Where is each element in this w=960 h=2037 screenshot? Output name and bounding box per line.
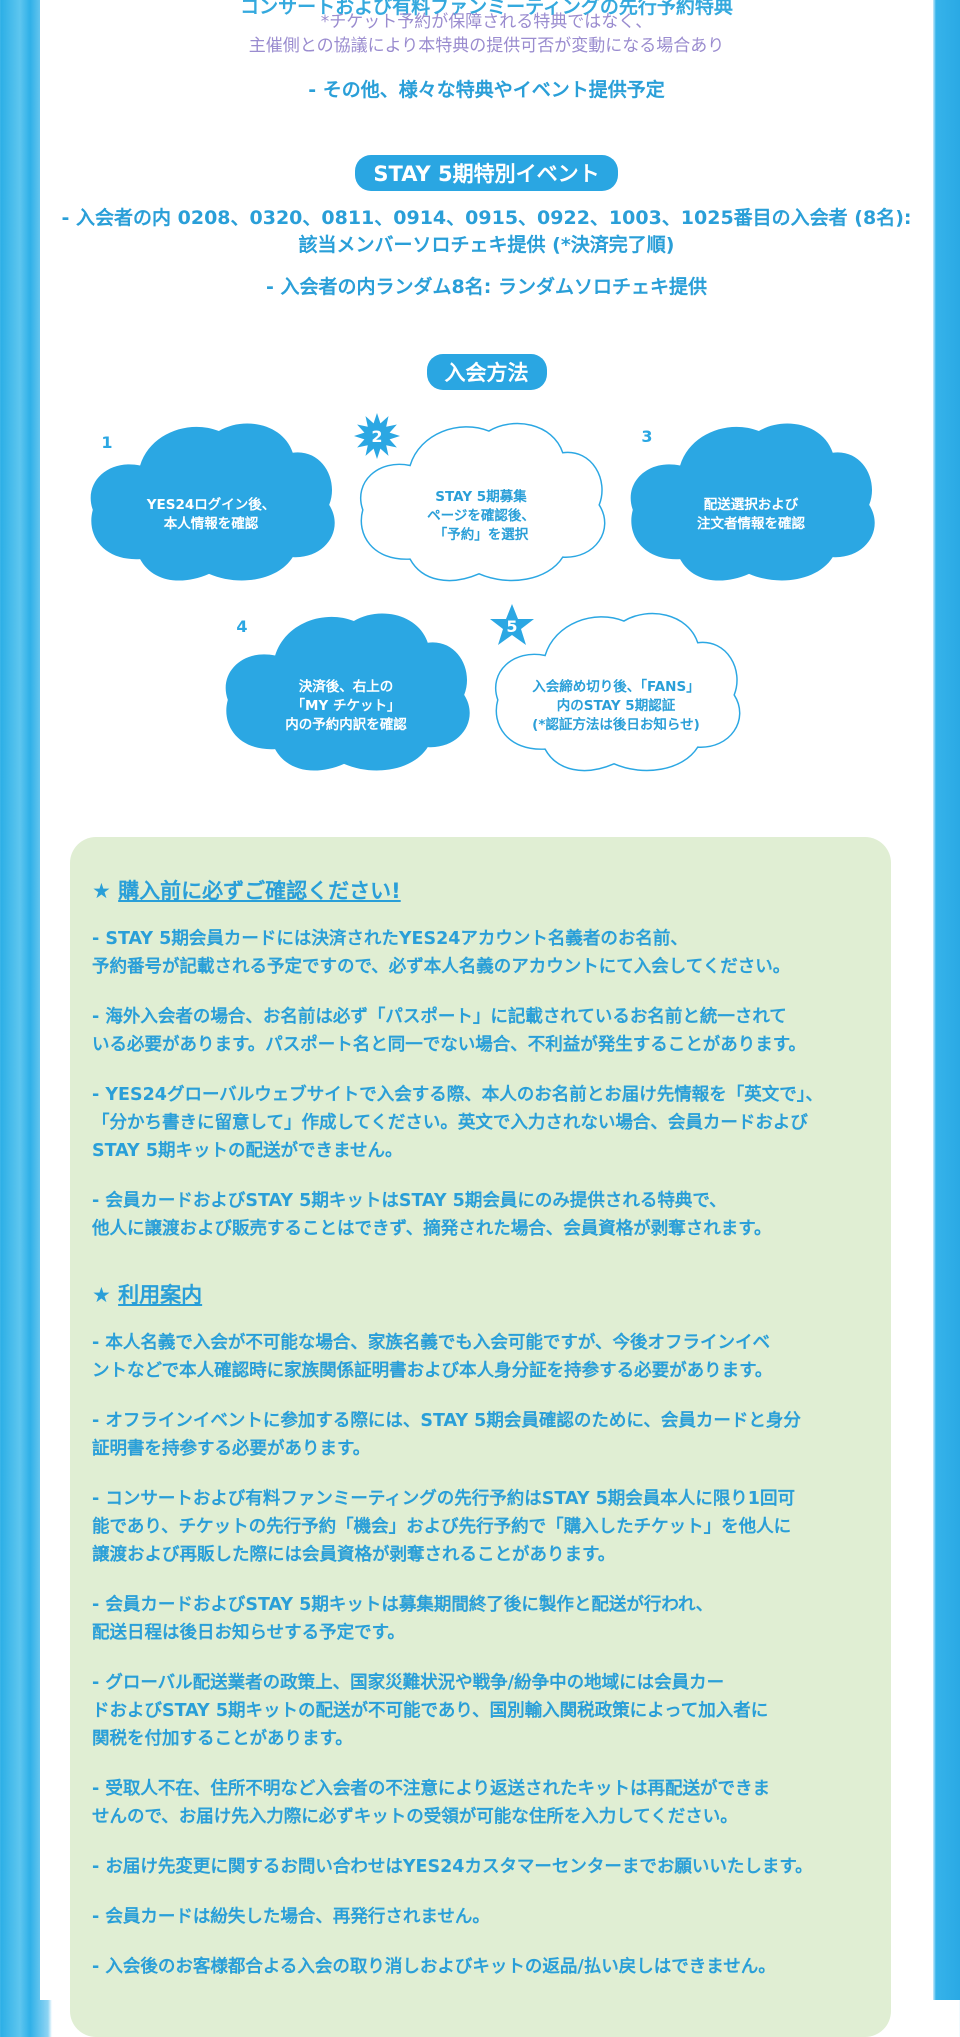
join-step-5: 5 入会締め切り後、「FANS」内のSTAY 5期認証 (*認証方法は後日お知らせ) [486, 600, 746, 780]
notice-section2-title: ★ 利用案内 [92, 1283, 203, 1307]
step-number: 1 [101, 433, 112, 452]
notice-item-line: - 会員カードおよびSTAY 5期キットは募集期間終了後に製作と配送が行われ、 [92, 1595, 714, 1615]
notice-item-line: 予約番号が記載される予定ですので、必ず本人名義のアカウントにて入会してください。 [92, 957, 791, 977]
notice-item-line: 配送日程は後日お知らせする予定です。 [92, 1623, 405, 1643]
benefit-note-line2: 主催側との協議により本特典の提供可否が変動になる場合あり [248, 36, 725, 56]
notice-item-line: いる必要があります。パスポート名と同一でない場合、不利益が発生することがあります… [92, 1035, 806, 1055]
cloud-shape [360, 422, 606, 582]
special-event-line1: - 入会者の内 0208、0320、0811、0914、0915、0922、10… [61, 207, 912, 229]
notice-item-line: - YES24グローバルウェブサイトで入会する際、本人のお名前とお届け先情報を「… [92, 1085, 824, 1105]
step-text: STAY 5期募集ページを確認後、「予約」を選択 [381, 488, 581, 545]
notice-item-line: 他人に譲渡および販売することはできず、摘発された場合、会員資格が剥奪されます。 [92, 1219, 772, 1239]
step-text-line: YES24ログイン後、 [146, 497, 276, 513]
notice-item: - 受取人不在、住所不明など入会者の不注意により返送されたキットは再配送ができま… [92, 1775, 896, 1831]
special-event-heading: STAY 5期特別イベント [40, 155, 933, 191]
notice-item-line: STAY 5期キットの配送ができません。 [92, 1141, 403, 1161]
step-text-line: 本人情報を確認 [163, 516, 259, 532]
step-number: 3 [641, 427, 652, 446]
cloud-shape [630, 423, 875, 581]
right-sky-border [932, 0, 960, 2000]
sun-badge-icon: 2 [354, 413, 400, 459]
step-number: 2 [371, 427, 382, 446]
step-text: 決済後、右上の「MY チケット」内の予約内訳を確認 [246, 678, 446, 735]
content-page: コンサートおよび有料ファンミーティングの先行予約特典 *チケット予約が保障される… [40, 0, 933, 2037]
join-step-4: 4 決済後、右上の「MY チケット」内の予約内訳を確認 [216, 600, 476, 780]
benefit-cut-line: コンサートおよび有料ファンミーティングの先行予約特典 [240, 0, 733, 18]
notice-item-line: 能であり、チケットの先行予約「機会」および先行予約で「購入したチケット」を他人に [92, 1517, 792, 1537]
notice-item-line: 「分かち書きに留意して」作成してください。英文で入力されない場合、会員カードおよ… [92, 1113, 808, 1133]
snowflake-icon: 3 [625, 414, 669, 458]
step-text-line: 入会締め切り後、「FANS」 [532, 679, 700, 695]
notice-item-line: - 会員カードおよびSTAY 5期キットはSTAY 5期会員にのみ提供される特典… [92, 1191, 727, 1211]
special-event-pill: STAY 5期特別イベント [355, 155, 618, 191]
water-drop-icon: 1 [93, 416, 121, 458]
special-event-line3: - 入会者の内ランダム8名: ランダムソロチェキ提供 [266, 276, 707, 298]
notice-item: - コンサートおよび有料ファンミーティングの先行予約はSTAY 5期会員本人に限… [92, 1485, 896, 1569]
sparkle-icon: 4 [219, 603, 265, 649]
notice-item-line: - コンサートおよび有料ファンミーティングの先行予約はSTAY 5期会員本人に限… [92, 1489, 795, 1509]
notice-item: - 会員カードおよびSTAY 5期キットはSTAY 5期会員にのみ提供される特典… [92, 1187, 896, 1243]
star-icon: 5 [490, 604, 534, 645]
notice-item-line: - 入会後のお客様都合よる入会の取り消しおよびキットの返品/払い戻しはできません… [92, 1957, 776, 1977]
notice-item-line: - オフラインイベントに参加する際には、STAY 5期会員確認のために、会員カー… [92, 1411, 801, 1431]
other-benefits-line: - その他、様々な特典やイベント提供予定 [308, 79, 665, 101]
notice-item: - 本人名義で入会が不可能な場合、家族名義でも入会可能ですが、今後オフラインイベ… [92, 1329, 896, 1385]
step-text-line: STAY 5期募集 [435, 489, 527, 505]
step-text: YES24ログイン後、本人情報を確認 [111, 496, 311, 534]
step-text-line: (*認証方法は後日お知らせ) [532, 717, 700, 733]
step-text-line: 注文者情報を確認 [697, 516, 805, 532]
notice-item: - 会員カードは紛失した場合、再発行されません。 [92, 1903, 896, 1931]
step-text: 入会締め切り後、「FANS」内のSTAY 5期認証 (*認証方法は後日お知らせ) [516, 678, 716, 735]
notice-item-line: - 会員カードは紛失した場合、再発行されません。 [92, 1907, 490, 1927]
notice-item-line: 関税を付加することがあります。 [92, 1729, 353, 1749]
notice-section1-title: ★ 購入前に必ずご確認ください! [92, 879, 401, 903]
cloud-shape [90, 423, 335, 581]
step-number: 4 [236, 617, 247, 636]
join-step-3: 3 配送選択および注文者情報を確認 [621, 410, 881, 590]
step-text-line: 「予約」を選択 [433, 527, 529, 543]
notice-item-line: 譲渡および再販した際には会員資格が剥奪されることがあります。 [92, 1545, 616, 1565]
notice-box: ★ 購入前に必ずご確認ください! - STAY 5期会員カードには決済されたYE… [70, 837, 891, 2037]
notice-item-line: - グローバル配送業者の政策上、国家災難状況や戦争/紛争中の地域には会員カー [92, 1673, 725, 1693]
notice-item: - 海外入会者の場合、お名前は必ず「パスポート」に記載されているお名前と統一され… [92, 1003, 896, 1059]
step-text-line: 配送選択および [703, 497, 799, 513]
notice-item-line: - 本人名義で入会が不可能な場合、家族名義でも入会可能ですが、今後オフラインイベ [92, 1333, 771, 1353]
notice-item-line: せんので、お届け先入力際に必ずキットの受領が可能な住所を入力してください。 [92, 1807, 738, 1827]
notice-item-line: ドおよびSTAY 5期キットの配送が不可能であり、国別輸入関税政策によって加入者… [92, 1701, 769, 1721]
notice-item: - オフラインイベントに参加する際には、STAY 5期会員確認のために、会員カー… [92, 1407, 896, 1463]
step-text-line: 内のSTAY 5期認証 [556, 698, 676, 714]
notice-item-line: 証明書を持参する必要があります。 [92, 1439, 371, 1459]
special-event-line2: 該当メンバーソロチェキ提供 (*決済完了順) [298, 234, 675, 256]
join-method-heading: 入会方法 [40, 354, 933, 390]
step-text-line: 決済後、右上の [298, 679, 394, 695]
notice-item-line: ントなどで本人確認時に家族関係証明書および本人身分証を持参する必要があります。 [92, 1361, 773, 1381]
cloud-shape [495, 612, 741, 772]
step-number: 5 [506, 617, 517, 636]
step-text-line: ページを確認後、 [427, 508, 535, 524]
notice-item: - 会員カードおよびSTAY 5期キットは募集期間終了後に製作と配送が行われ、配… [92, 1591, 896, 1647]
benefit-note-line1: *チケット予約が保障される特典ではなく、 [320, 12, 653, 32]
notice-item-line: - 受取人不在、住所不明など入会者の不注意により返送されたキットは再配送ができま [92, 1779, 771, 1799]
notice-item: - グローバル配送業者の政策上、国家災難状況や戦争/紛争中の地域には会員カードお… [92, 1669, 896, 1753]
notice-item-line: - お届け先変更に関するお問い合わせはYES24カスタマーセンターまでお願いいた… [92, 1857, 813, 1877]
notice-item: - 入会後のお客様都合よる入会の取り消しおよびキットの返品/払い戻しはできません… [92, 1953, 896, 1981]
notice-item-line: - STAY 5期会員カードには決済されたYES24アカウント名義者のお名前、 [92, 929, 688, 949]
notice-item-line: - 海外入会者の場合、お名前は必ず「パスポート」に記載されているお名前と統一され… [92, 1007, 787, 1027]
cloud-shape [225, 613, 470, 771]
step-text-line: 「MY チケット」 [291, 698, 401, 714]
step-text-line: 内の予約内訳を確認 [285, 717, 407, 733]
notice-item: - YES24グローバルウェブサイトで入会する際、本人のお名前とお届け先情報を「… [92, 1081, 896, 1165]
step-text: 配送選択および注文者情報を確認 [651, 496, 851, 534]
notice-item: - お届け先変更に関するお問い合わせはYES24カスタマーセンターまでお願いいた… [92, 1853, 896, 1881]
notice-item: - STAY 5期会員カードには決済されたYES24アカウント名義者のお名前、予… [92, 925, 896, 981]
join-method-pill: 入会方法 [426, 354, 547, 390]
